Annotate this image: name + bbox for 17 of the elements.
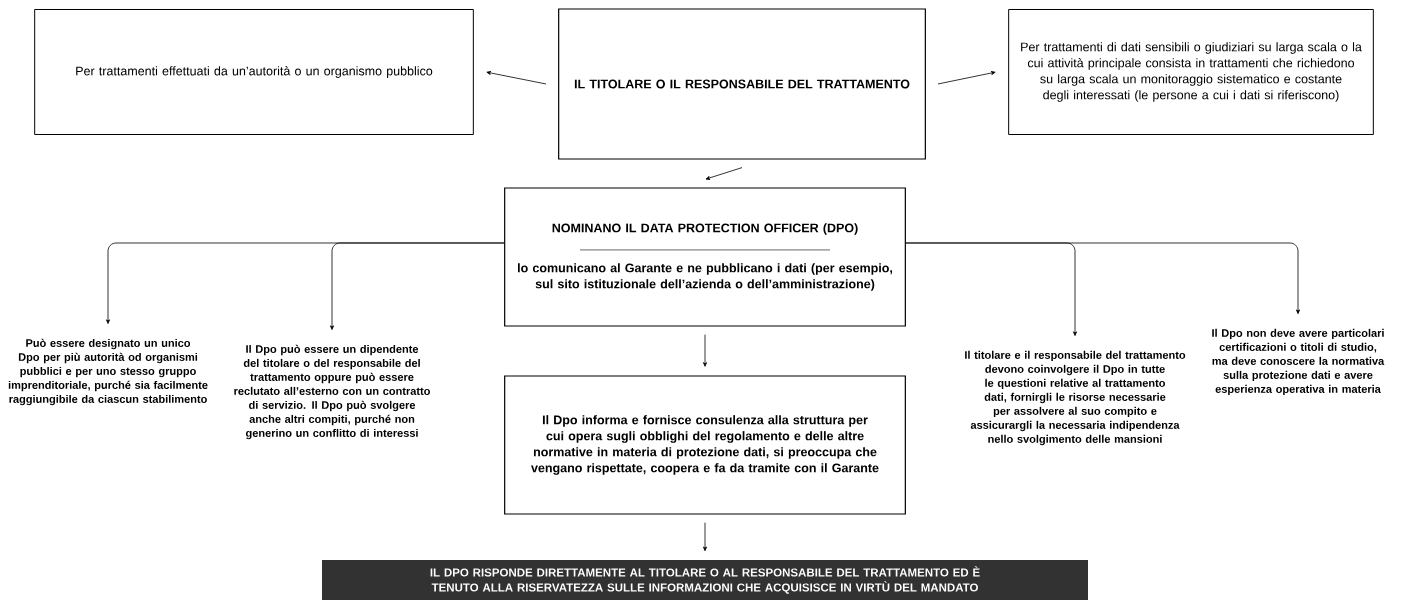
text-box: Per trattamenti effettuati da un’autorità o un organismo pubblico: [34, 9, 474, 135]
note-text: Il Dpo non deve avere particolari certificazioni o titoli di studio, ma deve conoscere la normativa sulla protezione dati e avere esperienza operativa in materia: [1212, 328, 1385, 396]
text-box: Per trattamenti di dati sensibili o giudiziari su larga scala o la cui attività principale consista in trattamenti che richiedono su larga scala un monitoraggio sistematico e costante degli interessati (le persone a cui i dati si riferiscono): [1008, 9, 1374, 135]
arrow: [703, 522, 707, 552]
arrow: [703, 334, 707, 367]
banner: IL DPO RISPONDE DIRETTAMENTE AL TITOLARE O AL RESPONSABILE DEL TRATTAMENTO ED È TENUTO ALLA RISERVATEZZA SULLE INFORMAZIONI CHE ACQUISISCE IN VIRTÙ DEL MANDATO: [322, 560, 1088, 600]
arrow: [705, 167, 743, 180]
text-box: IL TITOLARE O IL RESPONSABILE DEL TRATTAMENTO: [558, 8, 926, 160]
arrow: [905, 242, 1300, 315]
text-box: Il Dpo informa e fornisce consulenza alla struttura per cui opera sugli obblighi del regolamento e delle altre normative in materia di protezione dati, si preoccupa che vengano rispettate, coopera e fa da tramite con il Garante: [504, 375, 906, 515]
arrow: [937, 71, 996, 85]
arrow: [330, 242, 505, 330]
note-text: Il Dpo può essere un dipendente del titolare o del responsabile del trattamento oppure può essere reclutato all’esterno con un contratto di servizio. Il Dpo può svolgere anche altri compiti, purché non generino un conflitto di interessi: [234, 344, 430, 440]
heading-box: NOMINANO IL DATA PROTECTION OFFICER (DPO) lo comunicano al Garante e ne pubblicano i dati (per esempio, sul sito istituzionale dell’azienda o dell’amministrazione): [504, 187, 906, 327]
arrow: [486, 71, 547, 85]
note-text: Può essere designato un unico Dpo per più autorità od organismi pubblici e per uno stesso gruppo imprenditoriale, purché sia facilmente raggiungibile da ciascun stabilimento: [8, 338, 208, 406]
note-text: Il titolare e il responsabile del trattamento devono coinvolgere il Dpo in tutte le questioni relative al trattamento dati, fornirgli le risorse necessarie per assolvere al suo compito e assicurargli la necessaria indipendenza nello svolgimento delle mansioni: [965, 350, 1186, 446]
